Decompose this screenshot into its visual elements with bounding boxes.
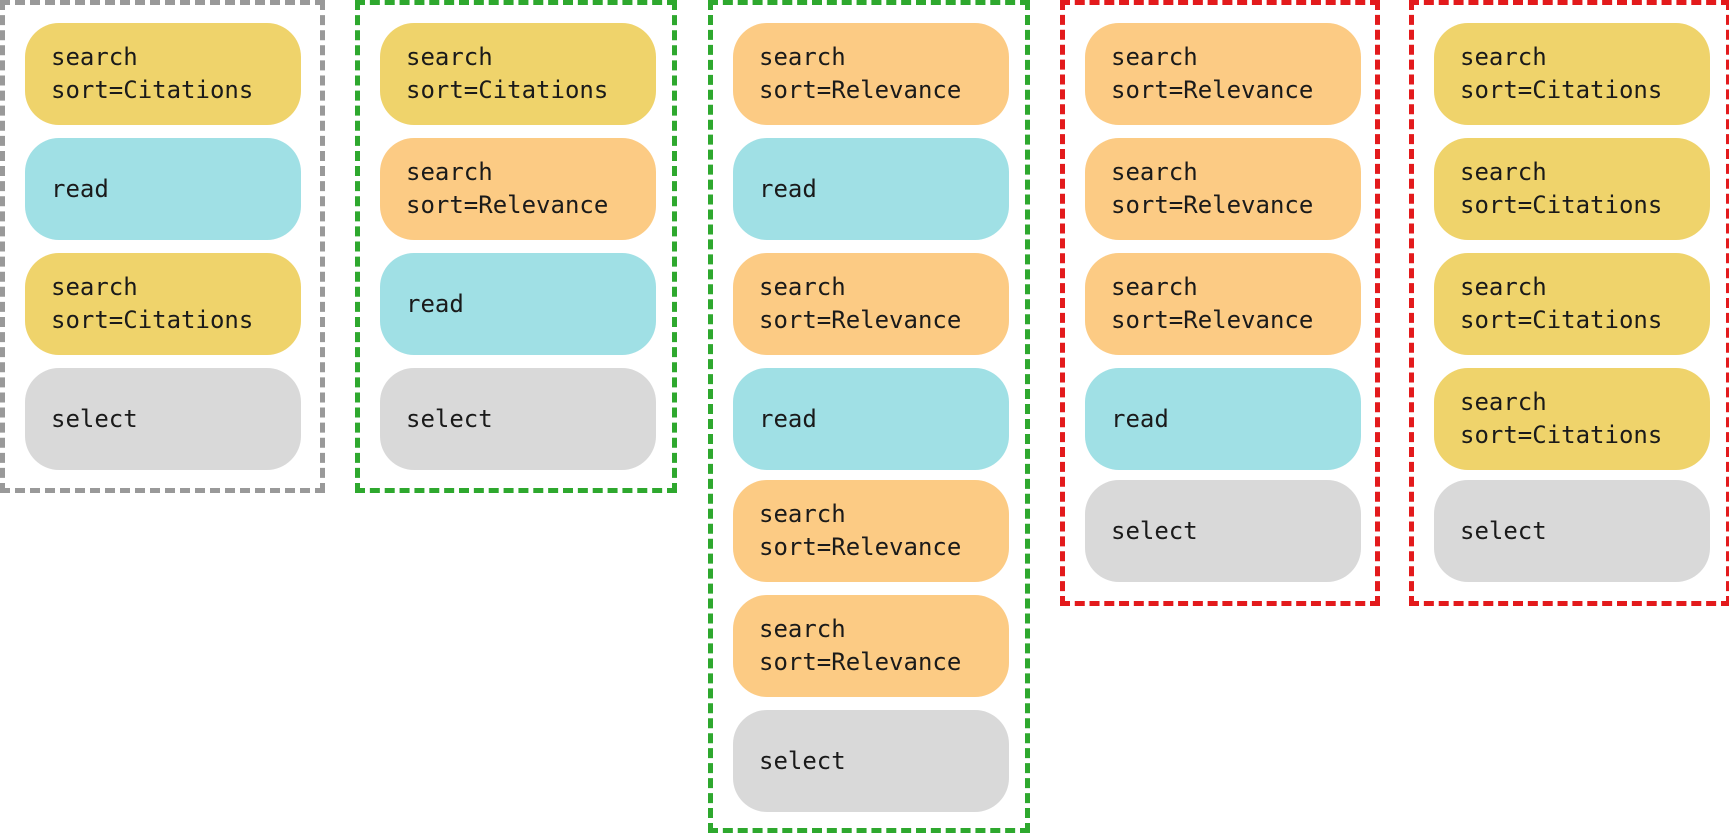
trajectory-column-5: search sort=Citations search sort=Citati… xyxy=(1409,0,1729,606)
step-select: select xyxy=(1434,480,1710,582)
step-search-citations: search sort=Citations xyxy=(1434,138,1710,240)
step-search-relevance: search sort=Relevance xyxy=(733,480,1009,582)
step-search-relevance: search sort=Relevance xyxy=(733,595,1009,697)
step-search-citations: search sort=Citations xyxy=(1434,23,1710,125)
step-search-citations: search sort=Citations xyxy=(25,23,301,125)
trajectory-column-3: search sort=Relevance read search sort=R… xyxy=(708,0,1030,833)
step-search-relevance: search sort=Relevance xyxy=(1085,253,1361,355)
step-search-citations: search sort=Citations xyxy=(1434,253,1710,355)
step-search-relevance: search sort=Relevance xyxy=(1085,23,1361,125)
step-select: select xyxy=(25,368,301,470)
step-select: select xyxy=(733,710,1009,812)
step-search-citations: search sort=Citations xyxy=(380,23,656,125)
trajectory-column-2: search sort=Citations search sort=Releva… xyxy=(355,0,677,493)
trajectory-column-1: search sort=Citations read search sort=C… xyxy=(0,0,325,493)
step-search-relevance: search sort=Relevance xyxy=(733,23,1009,125)
step-read: read xyxy=(733,138,1009,240)
trajectory-column-4: search sort=Relevance search sort=Releva… xyxy=(1060,0,1380,606)
step-search-citations: search sort=Citations xyxy=(1434,368,1710,470)
step-search-relevance: search sort=Relevance xyxy=(1085,138,1361,240)
step-select: select xyxy=(1085,480,1361,582)
step-read: read xyxy=(1085,368,1361,470)
step-search-citations: search sort=Citations xyxy=(25,253,301,355)
step-search-relevance: search sort=Relevance xyxy=(733,253,1009,355)
step-read: read xyxy=(733,368,1009,470)
step-select: select xyxy=(380,368,656,470)
step-read: read xyxy=(25,138,301,240)
step-search-relevance: search sort=Relevance xyxy=(380,138,656,240)
step-read: read xyxy=(380,253,656,355)
